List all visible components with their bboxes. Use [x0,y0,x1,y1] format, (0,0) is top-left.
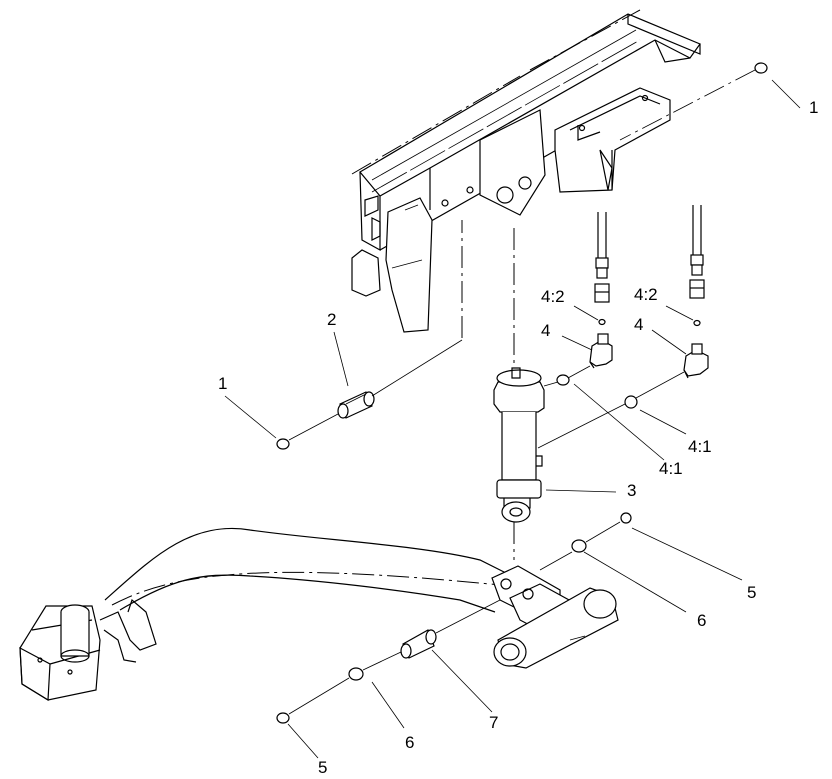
label-pin-lower: 7 [489,713,498,732]
hydraulic-hose-right [689,205,705,299]
label-oring-left: 4:2 [541,287,565,306]
label-ring-lower-right: 5 [747,583,756,602]
label-cylinder: 3 [627,481,636,500]
ring-top-right [754,62,768,74]
pin-lower [400,629,437,659]
label-oring-right: 4:2 [634,285,658,304]
hydraulic-hose-left [594,212,610,303]
label-washer-center: 4:1 [659,459,683,478]
leader-lines [224,79,801,759]
lower-arm-assembly [19,528,619,702]
oring-left [598,318,606,326]
label-ring-left: 1 [218,374,227,393]
washer-center [556,374,570,386]
label-ring-top-right: 1 [809,98,818,117]
washer-right [624,395,638,409]
elbow-fitting-left [589,333,613,369]
label-washer-lower-right: 6 [697,611,706,630]
elbow-fitting-right [683,343,709,379]
ring-left [276,438,290,450]
washer-lower-left [348,667,364,681]
label-fitting-left: 4 [541,321,550,340]
label-washer-right: 4:1 [688,437,712,456]
hydraulic-cylinder [493,228,545,560]
ring-lower-left [276,712,290,724]
ring-lower-right [620,512,632,524]
oring-right [693,319,701,327]
frame-assembly [351,9,701,333]
pin-upper [337,391,375,419]
label-ring-lower-left: 5 [318,758,327,777]
label-pin-upper: 2 [327,310,336,329]
washer-lower-right [571,539,587,553]
label-washer-lower-left: 6 [405,733,414,752]
label-fitting-right: 4 [634,315,643,334]
